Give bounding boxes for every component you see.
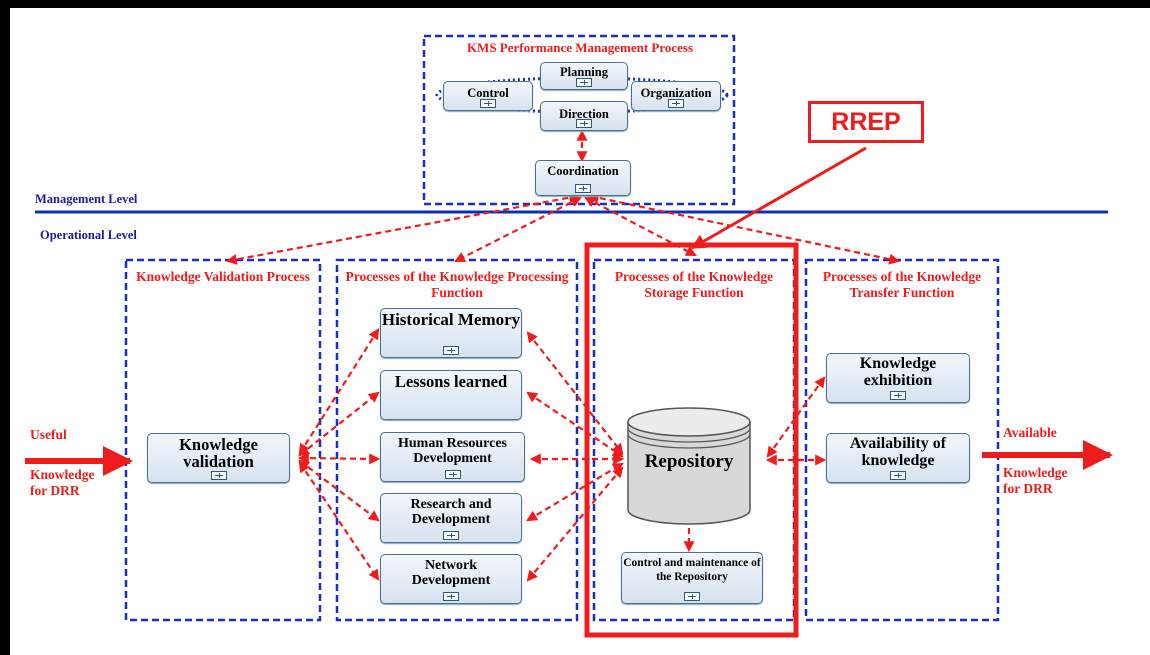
expand-icon[interactable] [576, 78, 592, 87]
expand-icon[interactable] [668, 99, 684, 108]
arrow-coord-transfer [587, 192, 901, 265]
knowledge-validation-label: Knowledge validation [179, 435, 258, 472]
arrow-validation-lessons [298, 391, 380, 457]
arrow-validation-network [298, 461, 380, 581]
planning-box[interactable]: Planning [540, 62, 628, 90]
processing-item-human-resources[interactable]: Human Resources Development [380, 432, 525, 482]
arrow-lessons-repository [526, 391, 624, 458]
arrow-research-repository [526, 462, 624, 522]
control-maintenance-label: Control and maintenance of the Repositor… [623, 557, 761, 583]
processing-item-historical-memory[interactable]: Historical Memory [380, 308, 522, 358]
kms-title: KMS Performance Management Process [466, 40, 694, 55]
expand-icon[interactable] [443, 346, 459, 355]
planning-label: Planning [560, 65, 608, 79]
rrep-label: RREP [808, 101, 924, 143]
knowledge-exhibition-label: Knowledge exhibition [859, 355, 937, 389]
transfer-title: Processes of the Knowledge Transfer Func… [822, 269, 982, 300]
organization-box[interactable]: Organization [631, 81, 721, 111]
processing-item-label: Human Resources Development [397, 436, 508, 466]
arrow-validation-historical [298, 328, 380, 455]
direction-label: Direction [559, 107, 609, 121]
storage-title: Processes of the Knowledge Storage Funct… [614, 269, 774, 300]
expand-icon[interactable] [480, 99, 496, 108]
output-label-top: Available [1003, 425, 1057, 440]
expand-icon[interactable] [890, 471, 906, 480]
diagram-canvas: KMS Performance Management Process Plann… [10, 8, 1150, 655]
coordination-label: Coordination [547, 164, 619, 178]
processing-item-lessons-learned[interactable]: Lessons learned [380, 370, 522, 420]
knowledge-validation-box[interactable]: Knowledge validation [147, 433, 290, 483]
direction-box[interactable]: Direction [540, 101, 628, 131]
expand-icon[interactable] [444, 470, 461, 479]
output-label-bottom: Knowledge for DRR [1003, 465, 1068, 496]
arrow-validation-hr [297, 452, 381, 465]
availability-box[interactable]: Availability of knowledge [826, 433, 970, 483]
processing-item-label: Lessons learned [394, 372, 508, 391]
availability-label: Availability of knowledge [849, 435, 947, 469]
processing-title: Processes of the Knowledge Processing Fu… [345, 269, 569, 300]
expand-icon[interactable] [443, 531, 459, 540]
diagram-graphics [25, 34, 1113, 638]
control-box[interactable]: Control [443, 81, 533, 111]
processing-item-network[interactable]: Network Development [380, 554, 522, 604]
input-label-bottom: Knowledge for DRR [30, 467, 95, 498]
expand-icon[interactable] [575, 184, 591, 193]
validation-title: Knowledge Validation Process [136, 269, 310, 284]
arrow-coord-validation [225, 192, 581, 265]
repository-cylinder [627, 407, 751, 525]
control-maintenance-box[interactable]: Control and maintenance of the Repositor… [621, 552, 763, 604]
expand-icon[interactable] [890, 391, 906, 400]
processing-item-label: Research and Development [410, 497, 492, 527]
processing-item-label: Network Development [411, 558, 491, 588]
knowledge-exhibition-box[interactable]: Knowledge exhibition [826, 353, 970, 403]
validation-arrows [297, 328, 381, 581]
arrow-repository-exhibition [766, 376, 826, 458]
expand-icon[interactable] [684, 592, 700, 601]
operational-level-label: Operational Level [40, 228, 137, 242]
arrow-network-repository [526, 466, 624, 582]
processing-item-label: Historical Memory [381, 310, 521, 329]
rrep-pointer-arrow [690, 146, 867, 250]
arrow-coord-processing [454, 197, 582, 262]
expand-icon[interactable] [210, 471, 227, 480]
expand-icon[interactable] [576, 119, 592, 128]
coordination-arrows [225, 129, 901, 265]
coordination-box[interactable]: Coordination [535, 160, 631, 196]
management-functions-ellipse [435, 76, 729, 114]
input-label-top: Useful [30, 427, 67, 442]
expand-icon[interactable] [443, 592, 459, 601]
repository-label: Repository [644, 451, 734, 472]
organization-label: Organization [640, 86, 712, 100]
arrow-validation-research [298, 459, 380, 522]
arrow-historical-repository [526, 331, 624, 455]
control-label: Control [467, 86, 509, 100]
processing-item-research[interactable]: Research and Development [380, 493, 522, 543]
management-level-label: Management Level [35, 192, 138, 206]
